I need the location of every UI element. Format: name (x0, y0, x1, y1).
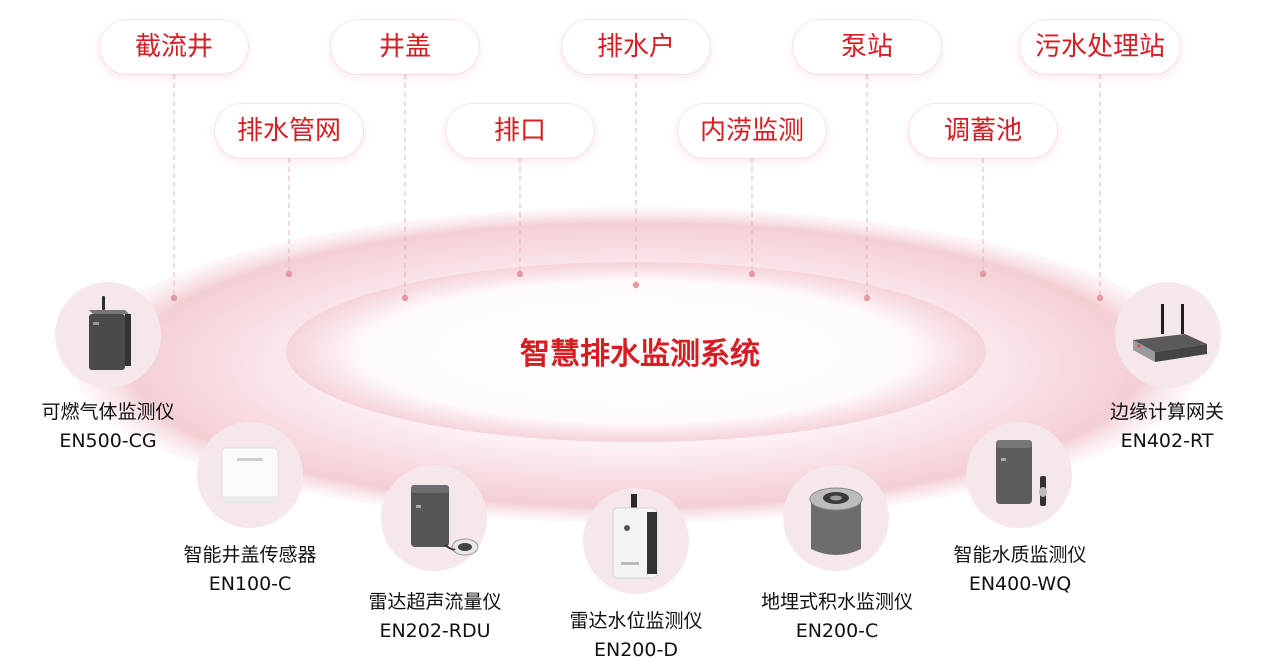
device-model: EN100-C (208, 573, 292, 595)
device-label-manhole-sensor: 智能井盖传感器 EN100-C (130, 541, 370, 599)
device-label-gas-monitor: 可燃气体监测仪 EN500-CG (0, 398, 228, 456)
scenario-pill-sewage-plant: 污水处理站 (1020, 20, 1180, 74)
device-model: EN400-WQ (968, 573, 1072, 595)
connector-dot (1096, 294, 1104, 302)
connector-dot (170, 294, 178, 302)
device-model: EN200-C (795, 620, 879, 642)
device-model: EN202-RDU (379, 620, 491, 642)
device-name: 地埋式积水监测仪 (760, 591, 913, 613)
connector-dot (285, 270, 293, 278)
device-disc-radar-flowmeter (381, 465, 487, 571)
radar-level-device-icon (612, 494, 658, 579)
device-label-buried-waterlogging: 地埋式积水监测仪 EN200-C (717, 588, 957, 646)
inner-ring (286, 262, 986, 442)
scenario-pill-pump-station: 泵站 (793, 20, 941, 74)
scenario-pill-drainage-household: 排水户 (562, 20, 710, 74)
device-disc-water-quality (966, 422, 1072, 528)
device-disc-radar-level (583, 488, 689, 594)
scenario-pill-outfall: 排口 (446, 104, 594, 158)
device-model: EN200-D (594, 639, 678, 661)
connector-dot (748, 270, 756, 278)
buried-waterlogging-device-icon (809, 487, 863, 555)
device-model: EN500-CG (59, 430, 157, 452)
device-name: 智能井盖传感器 (183, 544, 317, 566)
device-label-radar-flowmeter: 雷达超声流量仪 EN202-RDU (315, 588, 555, 646)
manhole-sensor-device-icon (221, 447, 279, 503)
radar-flowmeter-device-icon (411, 485, 479, 556)
device-name: 雷达水位监测仪 (569, 610, 703, 632)
device-name: 边缘计算网关 (1109, 401, 1224, 423)
connector-dot (979, 270, 987, 278)
device-disc-gas-monitor (55, 282, 161, 388)
edge-gateway-device-icon (1133, 304, 1207, 362)
connector-dot (863, 294, 871, 302)
device-model: EN402-RT (1120, 430, 1214, 452)
connector-dot (632, 281, 640, 289)
scenario-pill-waterlogging-monitoring: 内涝监测 (678, 104, 826, 158)
device-name: 雷达超声流量仪 (368, 591, 502, 613)
connector-dot (516, 270, 524, 278)
scenario-pill-drainage-network: 排水管网 (215, 104, 363, 158)
device-label-edge-gateway: 边缘计算网关 EN402-RT (1047, 398, 1267, 456)
gas-monitor-device-icon (89, 296, 131, 370)
scenario-pill-manhole-cover: 井盖 (331, 20, 479, 74)
system-title: 智慧排水监测系统 (520, 337, 760, 372)
device-disc-buried-waterlogging (783, 465, 889, 571)
device-disc-edge-gateway (1115, 282, 1221, 388)
device-name: 可燃气体监测仪 (41, 401, 175, 423)
device-label-radar-level: 雷达水位监测仪 EN200-D (516, 607, 756, 665)
water-quality-device-icon (996, 440, 1047, 506)
device-name: 智能水质监测仪 (953, 544, 1087, 566)
device-disc-manhole-sensor (197, 422, 303, 528)
scenario-pill-intercepting-well: 截流井 (100, 20, 248, 74)
scenario-pill-storage-tank: 调蓄池 (909, 104, 1057, 158)
connector-dot (401, 294, 409, 302)
device-label-water-quality: 智能水质监测仪 EN400-WQ (900, 541, 1140, 599)
